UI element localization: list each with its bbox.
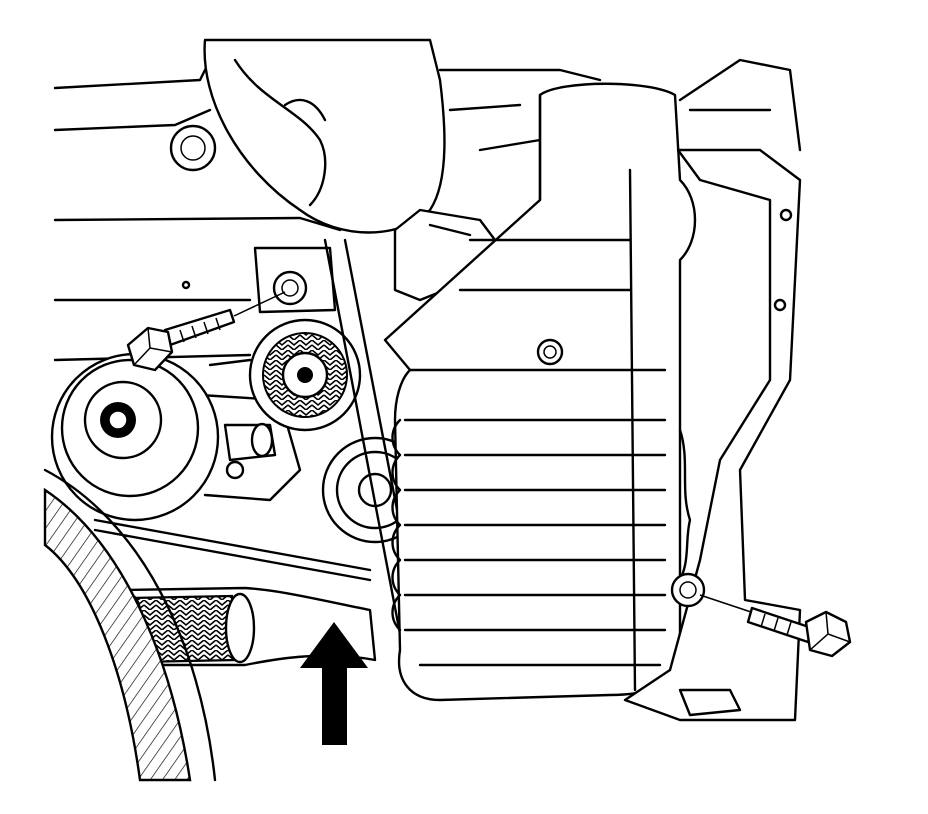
belt-tensioner	[248, 318, 362, 432]
drive-belt	[93, 358, 372, 582]
upper-bolt[interactable]	[126, 291, 286, 372]
right-bracket	[623, 58, 802, 722]
direction-arrow	[300, 622, 368, 745]
mounting-bracket	[223, 422, 277, 480]
tire	[43, 468, 217, 782]
accessory-pulley	[50, 352, 220, 522]
upper-bolt-boss	[253, 246, 337, 314]
lower-bolt[interactable]	[670, 572, 852, 658]
